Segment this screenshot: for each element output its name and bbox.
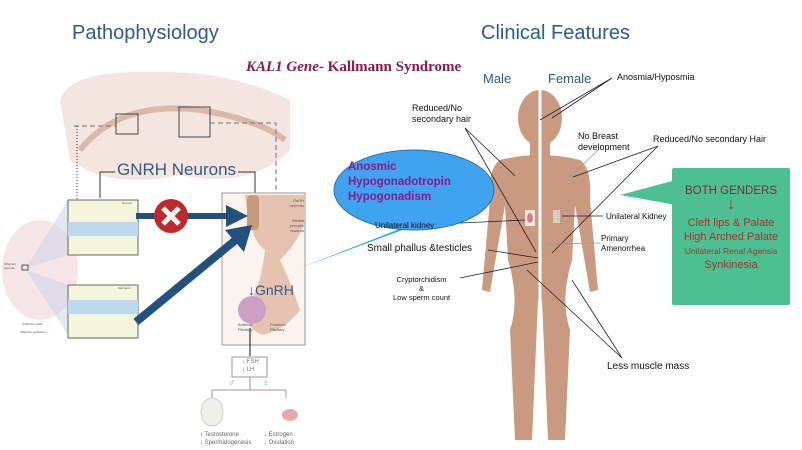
title-clinical-features: Clinical Features — [481, 22, 630, 44]
head-sagittal-illustration — [60, 71, 290, 180]
migration-arrow — [133, 234, 241, 326]
male-label: Male — [483, 71, 512, 86]
male-symbol: ♂ — [228, 378, 236, 389]
syndrome-name: - Kallmann Syndrome — [318, 59, 462, 75]
gnrh-neurons-label: GNRH Neurons — [117, 160, 237, 179]
feature-item: Cleft lips & Palate — [687, 217, 775, 229]
label-line: secondary hair — [412, 114, 472, 124]
down-arrow-icon: ↓ — [727, 196, 735, 213]
cryptorchidism-label: Cryptorchidism&Low sperm count — [393, 275, 450, 302]
label-line: Low sperm count — [393, 293, 451, 302]
estrogen-label: ↓ Estrogen — [264, 432, 293, 438]
normal-label: Normal — [122, 201, 132, 205]
ellipse-line: Hypogonadotropin — [348, 176, 451, 188]
zoom-box-1 — [115, 113, 139, 135]
less-muscle-label: Less muscle mass — [607, 361, 690, 372]
feature-item: Unilateral Renal Agensis — [684, 246, 778, 256]
ovary-illustration — [282, 409, 298, 421]
label-line: Reduced/No — [412, 103, 463, 113]
label-line: Primary — [601, 234, 629, 243]
female-symbol: ♀ — [262, 378, 270, 389]
diagnosis-ellipse — [333, 149, 495, 231]
lh-label: ↓ LH — [242, 367, 255, 373]
female-effects: ↓ Estrogen ↓ Ovulation — [264, 431, 294, 447]
preoptic-label: Medial preoptic nucleus — [289, 218, 304, 233]
both-genders-title: BOTH GENDERS — [684, 185, 777, 197]
kallmann-label: Kallmann — [118, 286, 131, 290]
epithelium-label: Olfactory epithelium — [20, 330, 47, 334]
label-line: Cryptorchidism — [396, 275, 447, 284]
anosmia-label: Anosmia/Hyposmia — [617, 72, 695, 82]
ellipse-text: Anosmic Hypogonadotropin Hypogonadism — [348, 160, 451, 205]
feature-item: High Arched Palate — [683, 231, 779, 243]
cribriform-label: Cribriform plate — [22, 322, 43, 326]
testosterone-label: ↓ Testosterone — [200, 432, 239, 438]
gnrh-neurons-small-label: GnRH neurons — [289, 198, 304, 208]
gene-name: KAL1 Gene — [246, 59, 319, 75]
anterior-pituitary-label: Anterior Pituitary — [238, 322, 253, 332]
label-line: development — [578, 142, 630, 152]
olfactory-placode-label: Olfactory placode — [4, 262, 17, 270]
both-genders-content: BOTH GENDERS ↓ Cleft lips & Palate High … — [672, 185, 790, 271]
title-pathophysiology: Pathophysiology — [72, 22, 219, 44]
kidney-icon-female — [553, 210, 560, 223]
male-effects: ↓ Testosterone ↓ Spermatogenesis — [200, 431, 251, 447]
both-genders-box — [672, 168, 790, 305]
label-line: No Breast — [578, 131, 619, 141]
gnrh-decrease-label: ↓GnRH — [248, 282, 294, 298]
small-phallus-label: Small phallus &testicles — [367, 243, 473, 254]
unilateral-kidney-male-label: Unilateral kidney — [375, 221, 435, 230]
unilateral-kidney-female-label: Unilateral Kidney — [606, 212, 667, 221]
ovulation-label: ↓ Ovulation — [264, 440, 295, 446]
reduced-hair-female-label: Reduced/No secondary Hair — [653, 134, 767, 144]
posterior-pituitary-label: Posterior Pituitary — [270, 322, 287, 332]
ellipse-line: Hypogonadism — [348, 191, 432, 203]
syndrome-title: KAL1 Gene- Kallmann Syndrome — [246, 59, 461, 76]
testis-illustration — [200, 397, 224, 427]
spermatogenesis-label: ↓ Spermatogenesis — [200, 440, 252, 446]
female-label: Female — [548, 71, 592, 86]
zoom-box-2 — [178, 106, 211, 138]
fsh-label: ↓ FSH — [242, 359, 259, 365]
ellipse-line: Anosmic — [348, 161, 397, 173]
label-line: Amenorrhea — [601, 244, 646, 253]
feature-item: Synkinesia — [704, 259, 758, 271]
label-line: & — [419, 284, 425, 293]
